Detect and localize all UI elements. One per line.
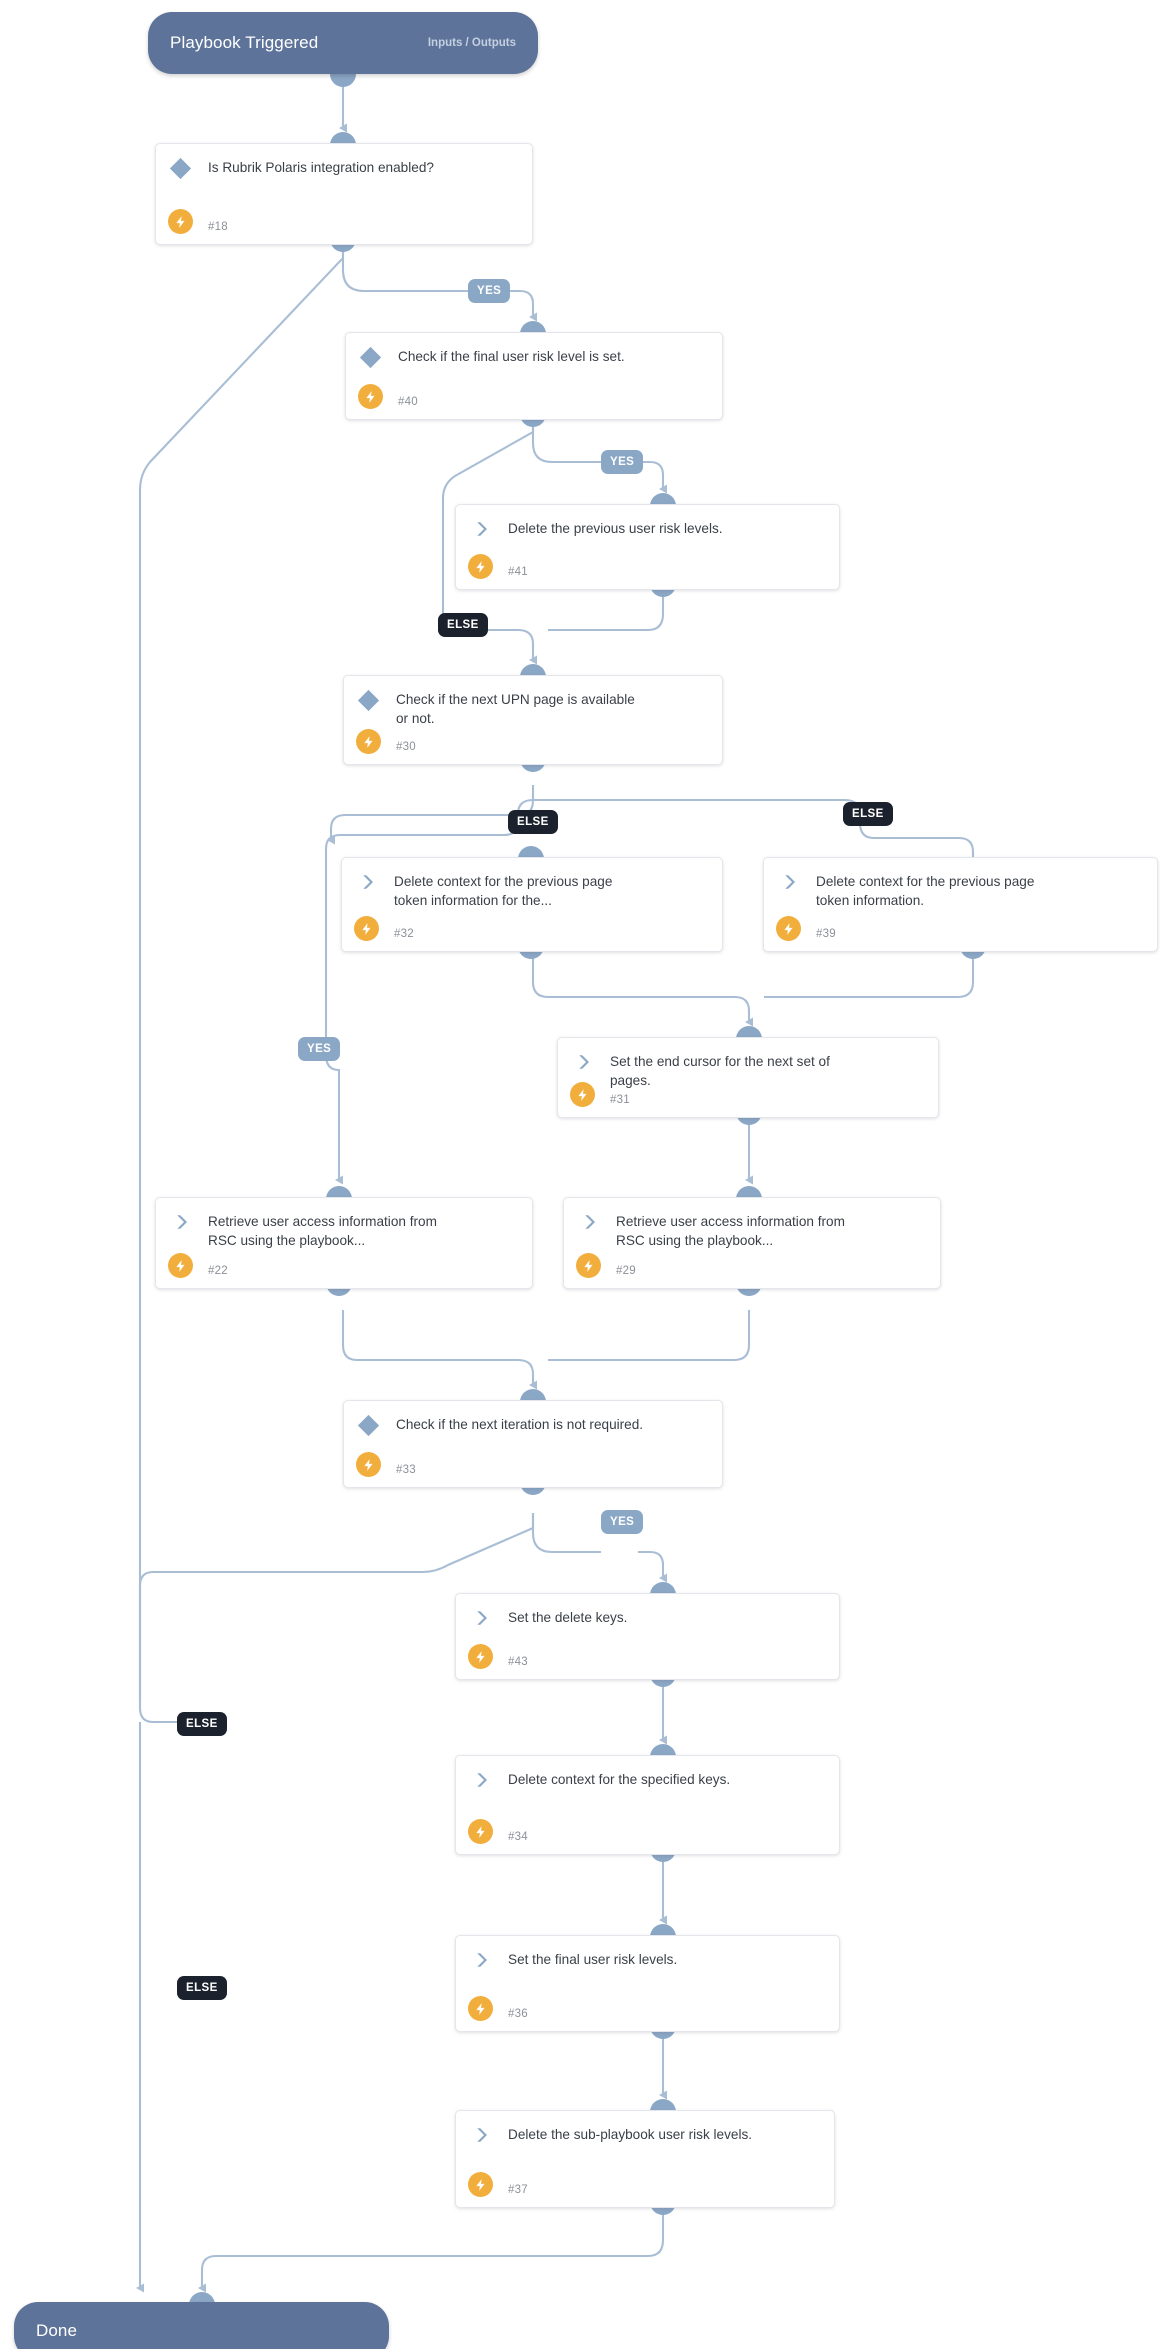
chevron-icon — [472, 1609, 490, 1627]
node-18[interactable]: Is Rubrik Polaris integration enabled? #… — [155, 143, 533, 245]
node-29-task-id: #29 — [616, 1265, 636, 1277]
node-30-in-port — [520, 664, 546, 677]
node-18-in-port — [330, 132, 356, 145]
automation-bolt-icon — [468, 1644, 493, 1669]
node-40-title: Check if the final user risk level is se… — [398, 349, 625, 364]
node-30[interactable]: Check if the next UPN page is available … — [343, 675, 723, 765]
branch-label-else-9: ELSE — [177, 1976, 227, 2000]
node-34-title: Delete context for the specified keys. — [508, 1772, 731, 1787]
node-31[interactable]: Set the end cursor for the next set of p… — [557, 1037, 939, 1118]
automation-bolt-icon — [570, 1082, 595, 1107]
node-36-task-id: #36 — [508, 2008, 528, 2020]
node-22-title: Retrieve user access information from RS… — [208, 1214, 437, 1248]
node-31-title: Set the end cursor for the next set of p… — [610, 1054, 830, 1088]
node-34-task-id: #34 — [508, 1831, 528, 1843]
chevron-icon — [358, 873, 376, 891]
node-34[interactable]: Delete context for the specified keys. #… — [455, 1755, 840, 1855]
end-node-title: Done — [36, 2321, 78, 2340]
node-39[interactable]: Delete context for the previous page tok… — [763, 857, 1158, 952]
chevron-icon — [472, 520, 490, 538]
diamond-icon — [357, 689, 380, 712]
automation-bolt-icon — [356, 1452, 381, 1477]
branch-label-yes-6: YES — [298, 1037, 341, 1061]
branch-label-else-4: ELSE — [508, 810, 558, 834]
chevron-icon — [574, 1053, 592, 1071]
node-40-task-id: #40 — [398, 396, 418, 408]
chevron-icon — [472, 2126, 490, 2144]
node-41-in-port — [650, 493, 676, 506]
end-node-in-port — [189, 2292, 215, 2305]
node-43-in-port — [650, 1582, 676, 1595]
branch-label-yes-1: YES — [468, 279, 511, 303]
end-node[interactable]: Done — [14, 2302, 389, 2349]
automation-bolt-icon — [356, 729, 381, 754]
automation-bolt-icon — [168, 209, 193, 234]
branch-label-yes-2: YES — [601, 450, 644, 474]
start-node-out-port — [330, 74, 356, 87]
node-32-task-id: #32 — [394, 928, 414, 940]
node-36-in-port — [650, 1924, 676, 1937]
node-29-title: Retrieve user access information from RS… — [616, 1214, 845, 1248]
start-node-title: Playbook Triggered — [170, 33, 319, 52]
node-33-task-id: #33 — [396, 1464, 416, 1476]
node-43-title: Set the delete keys. — [508, 1610, 628, 1625]
node-36-title: Set the final user risk levels. — [508, 1952, 678, 1967]
diamond-icon — [357, 1414, 380, 1437]
node-30-task-id: #30 — [396, 741, 416, 753]
node-22-task-id: #22 — [208, 1265, 228, 1277]
automation-bolt-icon — [358, 384, 383, 409]
branch-label-else-8: ELSE — [177, 1712, 227, 1736]
branch-label-else-3: ELSE — [438, 613, 488, 637]
automation-bolt-icon — [468, 1996, 493, 2021]
automation-bolt-icon — [468, 1819, 493, 1844]
chevron-icon — [472, 1951, 490, 1969]
node-31-in-port — [736, 1026, 762, 1039]
chevron-icon — [472, 1771, 490, 1789]
node-33-title: Check if the next iteration is not requi… — [396, 1417, 644, 1432]
node-43-task-id: #43 — [508, 1656, 528, 1668]
node-18-task-id: #18 — [208, 221, 228, 233]
node-43[interactable]: Set the delete keys. #43 — [455, 1593, 840, 1680]
node-32[interactable]: Delete context for the previous page tok… — [341, 857, 723, 952]
node-31-task-id: #31 — [610, 1094, 630, 1106]
automation-bolt-icon — [168, 1253, 193, 1278]
node-33[interactable]: Check if the next iteration is not requi… — [343, 1400, 723, 1488]
node-41-title: Delete the previous user risk levels. — [508, 521, 723, 536]
branch-label-else-5: ELSE — [843, 802, 893, 826]
diamond-icon — [169, 157, 192, 180]
chevron-icon — [580, 1213, 598, 1231]
node-39-title: Delete context for the previous page tok… — [816, 874, 1035, 908]
automation-bolt-icon — [354, 916, 379, 941]
node-18-title: Is Rubrik Polaris integration enabled? — [208, 160, 434, 175]
node-34-in-port — [650, 1744, 676, 1757]
node-37-task-id: #37 — [508, 2184, 528, 2196]
node-37-in-port — [650, 2099, 676, 2112]
node-33-in-port — [520, 1389, 546, 1402]
node-41-task-id: #41 — [508, 566, 528, 578]
node-39-task-id: #39 — [816, 928, 836, 940]
diamond-icon — [359, 346, 382, 369]
node-29[interactable]: Retrieve user access information from RS… — [563, 1197, 941, 1289]
automation-bolt-icon — [576, 1253, 601, 1278]
node-22[interactable]: Retrieve user access information from RS… — [155, 1197, 533, 1289]
automation-bolt-icon — [468, 554, 493, 579]
node-37[interactable]: Delete the sub-playbook user risk levels… — [455, 2110, 835, 2208]
node-37-title: Delete the sub-playbook user risk levels… — [508, 2127, 753, 2142]
chevron-icon — [172, 1213, 190, 1231]
node-41[interactable]: Delete the previous user risk levels. #4… — [455, 504, 840, 590]
node-32-title: Delete context for the previous page tok… — [394, 874, 613, 908]
branch-label-yes-7: YES — [601, 1510, 644, 1534]
node-29-in-port — [736, 1186, 762, 1199]
node-40[interactable]: Check if the final user risk level is se… — [345, 332, 723, 420]
automation-bolt-icon — [776, 916, 801, 941]
start-node[interactable]: Playbook Triggered Inputs / Outputs — [148, 12, 538, 74]
start-node-inputs-outputs-link[interactable]: Inputs / Outputs — [427, 37, 516, 49]
automation-bolt-icon — [468, 2172, 493, 2197]
node-40-in-port — [520, 321, 546, 334]
node-30-title: Check if the next UPN page is available … — [396, 692, 635, 726]
node-36[interactable]: Set the final user risk levels. #36 — [455, 1935, 840, 2032]
chevron-icon — [780, 873, 798, 891]
